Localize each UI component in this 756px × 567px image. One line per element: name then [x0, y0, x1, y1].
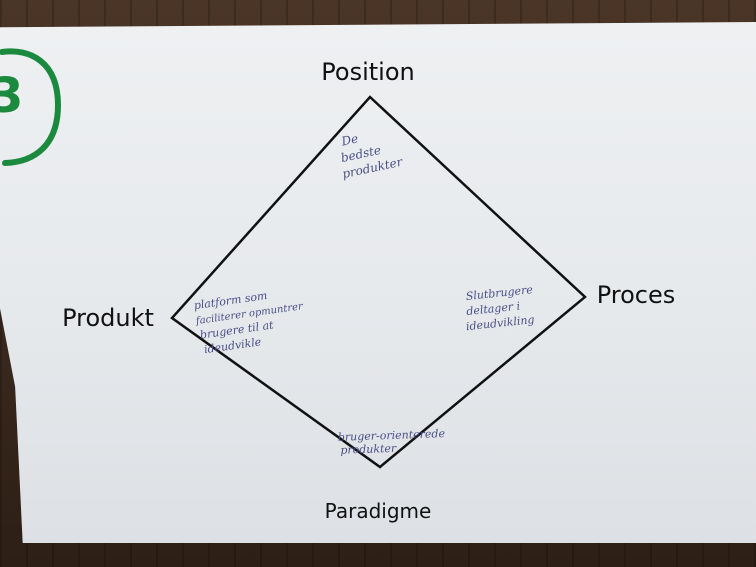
label-position: Position — [321, 58, 414, 86]
note-bottom: bruger-orienterede produkter — [338, 427, 446, 457]
note-right-line-2: deltager i — [466, 300, 521, 319]
note-bottom-line-1: bruger-orienterede — [338, 427, 446, 444]
note-left: platform som faciliterer opmuntrer bruge… — [193, 289, 305, 356]
paper-sheet — [0, 22, 756, 543]
label-proces: Proces — [597, 281, 676, 309]
label-produkt: Produkt — [62, 304, 154, 332]
note-top: De bedste produkter — [339, 131, 405, 181]
green-circle-mark — [0, 48, 62, 166]
note-bottom-line-2: produkter — [340, 442, 397, 457]
note-top-line-1: De — [339, 131, 359, 148]
note-right-line-1: Slutbrugere — [465, 283, 534, 303]
circle-number: 3 — [0, 68, 23, 124]
label-paradigme: Paradigme — [325, 499, 432, 523]
diamond-shape — [170, 95, 587, 469]
note-right: Slutbrugere deltager i ideudvikling — [465, 283, 535, 333]
